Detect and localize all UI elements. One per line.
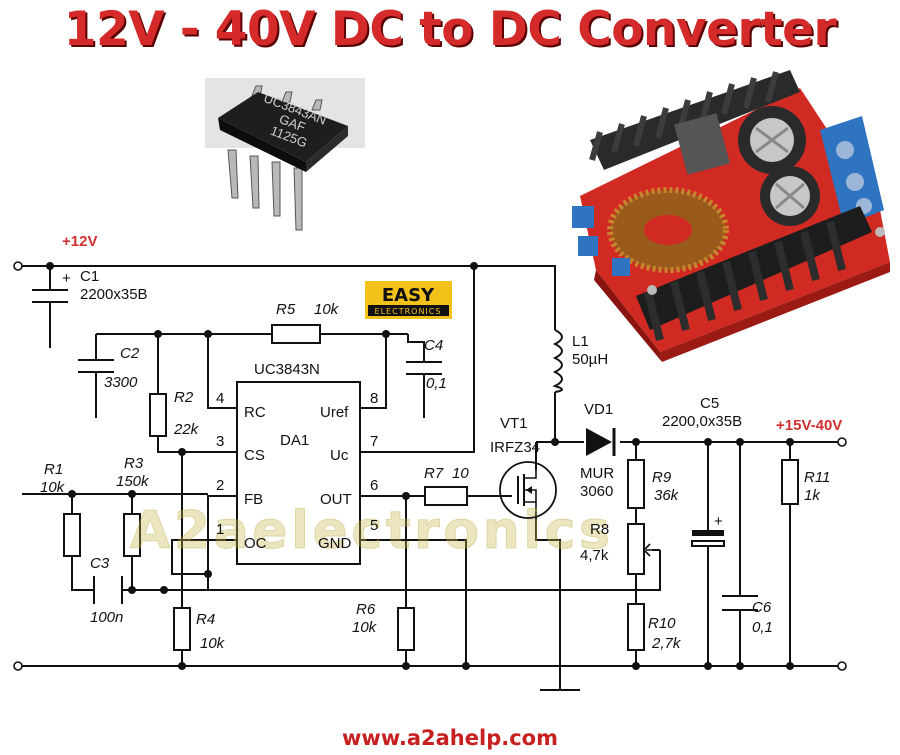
logo-line1: EASY [382, 285, 435, 306]
r10-ref: R10 [648, 615, 676, 632]
r2-val: 22k [173, 421, 200, 438]
r4-body [173, 607, 191, 651]
r2-ref: R2 [174, 389, 194, 406]
ic-name: UC3843N [254, 361, 320, 378]
pin-gnd-label: GND [318, 535, 352, 552]
c5-val: 2200,0x35B [662, 413, 742, 430]
c3-val: 100n [90, 609, 123, 626]
r9-body [627, 459, 645, 509]
watermark: A2aelectronics [130, 501, 610, 561]
pin3-num: 3 [216, 433, 224, 450]
l1-val: 50µH [572, 351, 608, 368]
r8-body [627, 523, 645, 575]
c3-ref: C3 [90, 555, 110, 572]
r5-body [271, 324, 321, 344]
vt1-symbol [499, 461, 557, 519]
pin-oc-label: OC [244, 535, 267, 552]
pin7-num: 7 [370, 433, 378, 450]
pin4-num: 4 [216, 390, 224, 407]
c5-plus: + [714, 513, 723, 530]
r7-ref: R7 [424, 465, 444, 482]
pin-cs-label: CS [244, 447, 265, 464]
c1-val: 2200x35B [80, 286, 148, 303]
l1-ref: L1 [572, 333, 589, 350]
vd1-symbol [586, 428, 616, 456]
pin5-num: 5 [370, 517, 378, 534]
c4-val: 0,1 [426, 375, 447, 392]
c4-ref: C4 [424, 337, 443, 354]
r6-ref: R6 [356, 601, 376, 618]
c1-ref: C1 [80, 268, 99, 285]
r6-val: 10k [352, 619, 378, 636]
ic-designator: DA1 [280, 432, 309, 449]
vout-label: +15V-40V [776, 417, 842, 434]
vin-label: +12V [62, 233, 97, 250]
c1-plus: + [62, 270, 71, 287]
easy-electronics-logo: EASY ELECTRONICS [365, 281, 452, 319]
r2-body [149, 393, 167, 437]
r9-val: 36k [654, 487, 680, 504]
pin-rc-label: RC [244, 404, 266, 421]
pin-uref-label: Uref [320, 404, 349, 421]
r7-body [424, 486, 468, 506]
l1-symbol [552, 329, 563, 393]
converter-board-photo [572, 70, 890, 362]
r4-ref: R4 [196, 611, 215, 628]
c6-val: 0,1 [752, 619, 773, 636]
r3-val: 150k [116, 473, 150, 490]
r11-ref: R11 [804, 469, 830, 486]
vt1-val: IRFZ34 [490, 439, 540, 456]
resistors [63, 324, 799, 651]
c5-ref: C5 [700, 395, 719, 412]
footer-url[interactable]: www.a2ahelp.com [342, 726, 558, 750]
vd1-val1: MUR [580, 465, 614, 482]
r10-val: 2,7k [651, 635, 682, 652]
pin1-num: 1 [216, 521, 224, 538]
c2-val: 3300 [104, 374, 138, 391]
r7-val: 10 [452, 465, 469, 482]
ic-body [236, 381, 361, 565]
r1-body [63, 513, 81, 557]
vd1-ref: VD1 [584, 401, 613, 418]
r9-ref: R9 [652, 469, 672, 486]
r10-body [627, 603, 645, 651]
c5-symbol [691, 530, 725, 547]
r1-val: 10k [40, 479, 66, 496]
r3-body [123, 513, 141, 557]
pin-fb-label: FB [244, 491, 263, 508]
r11-val: 1k [804, 487, 821, 504]
pin2-num: 2 [216, 477, 224, 494]
ic-chip-photo: UC3843AN GAF 1125G [205, 78, 365, 231]
r4-val: 10k [200, 635, 226, 652]
r5-val: 10k [314, 301, 340, 318]
logo-line2: ELECTRONICS [375, 307, 442, 316]
r6-body [397, 607, 415, 651]
pin-uc-label: Uc [330, 447, 349, 464]
pin-out-label: OUT [320, 491, 352, 508]
wires [22, 265, 838, 691]
r8-val: 4,7k [580, 547, 609, 564]
c6-ref: C6 [752, 599, 772, 616]
r11-body [781, 459, 799, 505]
vd1-val2: 3060 [580, 483, 613, 500]
vt1-ref: VT1 [500, 415, 528, 432]
page-title: 12V - 40V DC to DC Converter [63, 2, 837, 57]
pin8-num: 8 [370, 390, 378, 407]
c2-ref: C2 [120, 345, 140, 362]
pin6-num: 6 [370, 477, 378, 494]
r8-ref: R8 [590, 521, 609, 538]
r1-ref: R1 [44, 461, 63, 478]
terminals [13, 261, 847, 671]
r5-ref: R5 [276, 301, 296, 318]
r3-ref: R3 [124, 455, 144, 472]
